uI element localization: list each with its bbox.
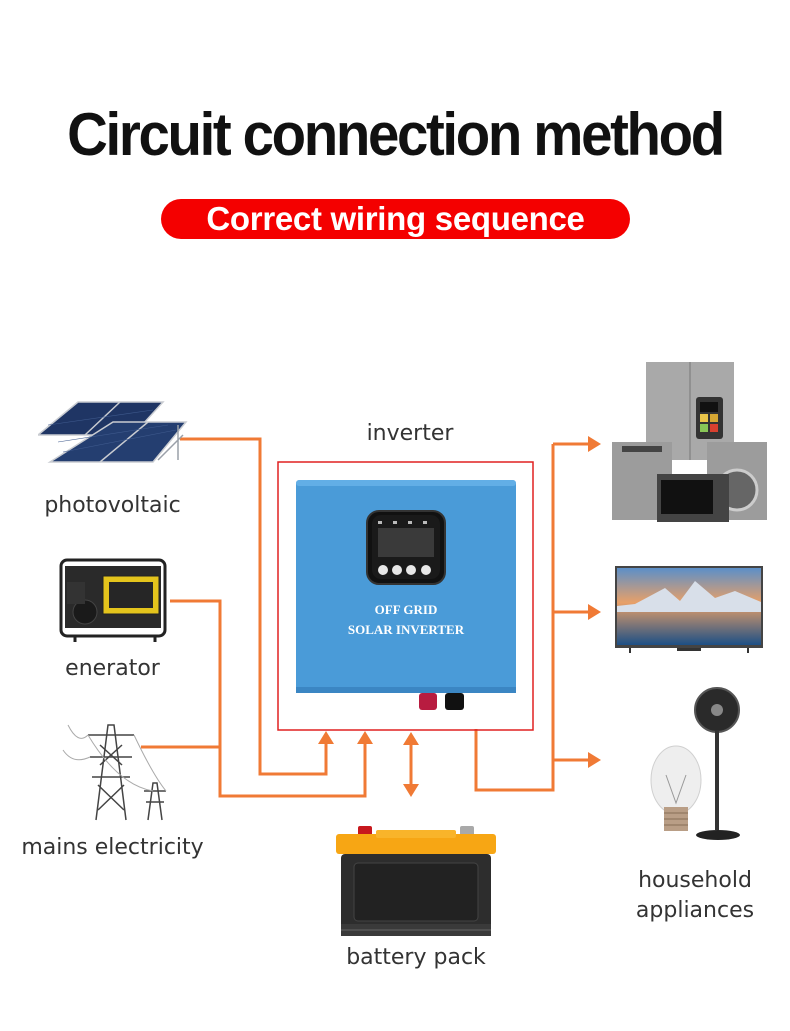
arrow-pv bbox=[318, 731, 334, 744]
negative-terminal bbox=[445, 693, 464, 710]
inverter-label: inverter bbox=[366, 421, 454, 446]
wire-pv bbox=[180, 437, 328, 776]
wire-output bbox=[474, 444, 555, 792]
television-icon bbox=[615, 566, 763, 653]
page-title: Circuit connection method bbox=[67, 101, 725, 168]
solar-panel-icon bbox=[38, 401, 188, 463]
arrow-out-tv bbox=[588, 604, 601, 620]
power-tower-icon bbox=[62, 724, 167, 821]
pv-label: photovoltaic bbox=[44, 493, 181, 518]
power-icon[interactable] bbox=[378, 565, 388, 575]
kitchen-appliances-icon bbox=[612, 362, 767, 522]
inverter-body bbox=[296, 480, 516, 693]
inverter-text-line1: OFF GRID bbox=[375, 602, 438, 617]
inverter-frame bbox=[277, 461, 534, 731]
alarm-indicator bbox=[423, 521, 427, 524]
enter-icon[interactable] bbox=[421, 565, 431, 575]
wire-generator bbox=[170, 599, 367, 798]
battery-label: battery pack bbox=[346, 945, 486, 970]
subtitle-badge: Correct wiring sequence bbox=[161, 199, 630, 239]
inverter-text-line2: SOLAR INVERTER bbox=[348, 622, 465, 637]
generator-label: enerator bbox=[65, 656, 160, 681]
arrow-generator-mains bbox=[357, 731, 373, 744]
ac-load-indicator bbox=[408, 521, 412, 524]
indicator-row bbox=[378, 521, 427, 524]
loads-label-line2: appliances bbox=[635, 898, 755, 923]
arrow-out-kitchen bbox=[588, 436, 601, 452]
lcd-screen bbox=[378, 528, 434, 557]
arrow-out-lighting bbox=[588, 752, 601, 768]
battery-icon bbox=[336, 826, 496, 936]
lightbulb-fan-icon bbox=[650, 687, 740, 840]
down-icon[interactable] bbox=[406, 565, 416, 575]
arrow-battery-up bbox=[403, 732, 419, 745]
arrow-battery-down bbox=[403, 784, 419, 797]
charge-indicator bbox=[393, 521, 397, 524]
battery-negative bbox=[460, 826, 474, 836]
inverter: OFF GRID SOLAR INVERTER bbox=[277, 461, 534, 731]
generator-icon bbox=[59, 558, 167, 642]
positive-terminal bbox=[419, 693, 437, 710]
loads-label-line1: household bbox=[638, 868, 752, 893]
battery-indicator bbox=[378, 521, 382, 524]
mains-label: mains electricity bbox=[21, 835, 204, 860]
up-icon[interactable] bbox=[392, 565, 402, 575]
battery-positive bbox=[358, 826, 372, 836]
